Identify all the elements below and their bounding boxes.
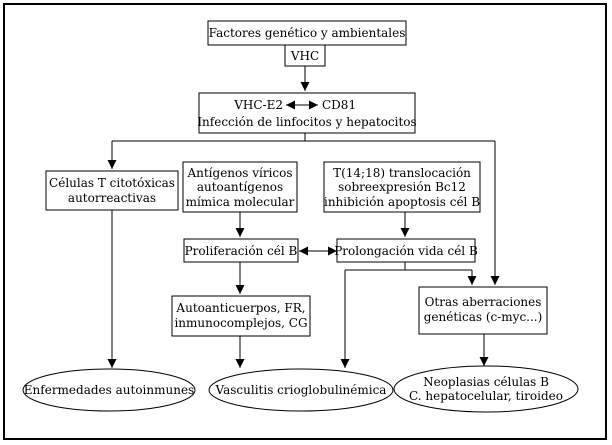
node-translocacion-line2: sobreexpresión Bc12 — [338, 180, 466, 194]
node-antigenos: Antígenos víricos autoantígenos mímica m… — [182, 161, 298, 213]
node-antigenos-line1: Antígenos víricos — [186, 166, 292, 180]
node-vhc-e2: VHC-E2 CD81 Infección de linfocitos y he… — [197, 92, 417, 134]
node-neoplasias: Neoplasias células B C. hepatocelular, t… — [393, 365, 579, 413]
node-autoanticuerpos-line2: inmunocomplejos, CG — [174, 316, 307, 330]
node-translocacion-line3: inhibición apoptosis cél B — [324, 195, 480, 209]
node-autoanticuerpos-line1: Autoanticuerpos, FR, — [175, 301, 305, 315]
node-enfermedades-text: Enfermedades autoinmunes — [24, 383, 194, 397]
node-enfermedades: Enfermedades autoinmunes — [22, 368, 196, 412]
node-celulas-t-line1: Células T citotóxicas — [49, 176, 175, 190]
node-vhc-e2-line2: Infección de linfocitos y hepatocitos — [197, 115, 416, 129]
node-neoplasias-line1: Neoplasias células B — [423, 375, 549, 389]
node-vasculitis: Vasculitis crioglobulinémica — [208, 368, 394, 412]
node-celulas-t: Células T citotóxicas autorreactivas — [45, 170, 179, 211]
node-prolongacion: Prolongación vida cél B — [334, 238, 478, 263]
node-celulas-t-line2: autorreactivas — [68, 191, 156, 205]
node-otras-line1: Otras aberraciones — [425, 295, 542, 309]
node-antigenos-line2: autoantígenos — [197, 180, 283, 194]
node-vhc-text: VHC — [290, 49, 319, 63]
node-vhc-e2-right-text: CD81 — [322, 98, 356, 112]
node-otras-line2: genéticas (c-myc...) — [424, 310, 543, 324]
node-autoanticuerpos: Autoanticuerpos, FR, inmunocomplejos, CG — [171, 295, 311, 337]
node-vasculitis-text: Vasculitis crioglobulinémica — [215, 383, 387, 397]
connectors — [107, 45, 500, 368]
node-otras: Otras aberraciones genéticas (c-myc...) — [418, 286, 548, 335]
node-factores-text: Factores genético y ambientales — [209, 26, 406, 40]
node-neoplasias-line2: C. hepatocelular, tiroideo — [409, 389, 563, 403]
node-proliferacion-text: Proliferación cél B — [185, 244, 298, 258]
node-translocacion: T(14;18) translocación sobreexpresión Bc… — [323, 161, 481, 213]
node-translocacion-line1: T(14;18) translocación — [333, 166, 471, 180]
node-antigenos-line3: mímica molecular — [186, 195, 295, 209]
outer-frame — [3, 3, 607, 440]
node-prolongacion-text: Prolongación vida cél B — [334, 244, 478, 258]
node-factores: Factores genético y ambientales — [207, 20, 407, 46]
node-vhc: VHC — [284, 44, 326, 67]
node-proliferacion: Proliferación cél B — [183, 238, 299, 263]
node-vhc-e2-left-text: VHC-E2 — [233, 98, 283, 112]
